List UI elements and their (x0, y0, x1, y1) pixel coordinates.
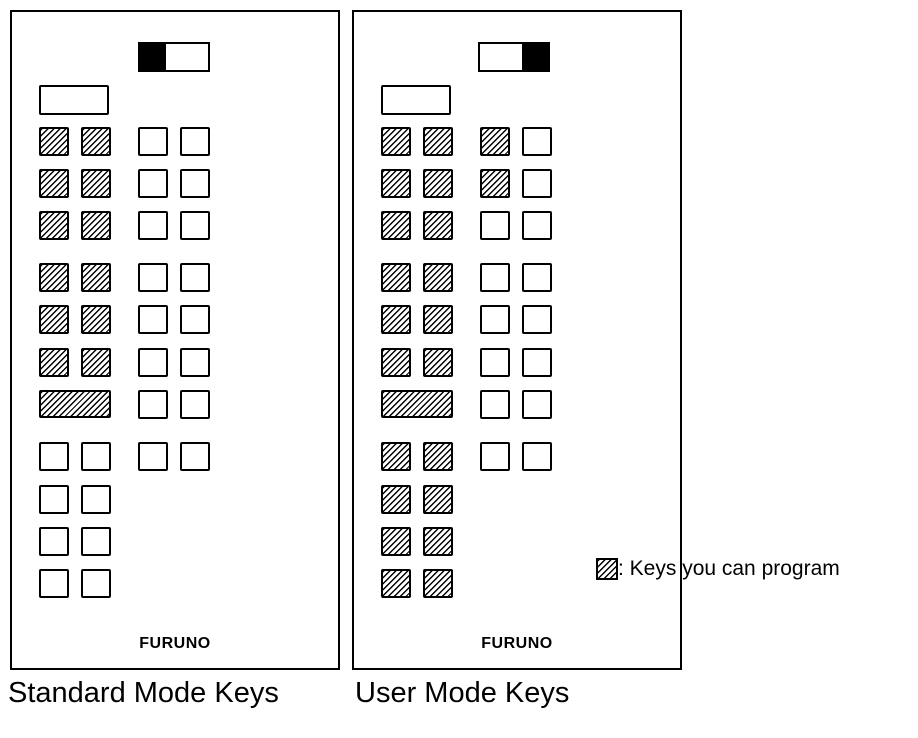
key[interactable] (381, 305, 411, 334)
display-window (381, 85, 451, 115)
key[interactable] (180, 169, 210, 198)
key[interactable] (39, 305, 69, 334)
user-mode-panel: FURUNO (352, 10, 682, 670)
key[interactable] (522, 127, 552, 156)
switch-active-segment (522, 44, 548, 70)
key[interactable] (138, 348, 168, 377)
key[interactable] (81, 442, 111, 471)
key[interactable] (480, 169, 510, 198)
key[interactable] (39, 569, 69, 598)
key[interactable] (180, 263, 210, 292)
key[interactable] (381, 169, 411, 198)
key[interactable] (180, 211, 210, 240)
standard-mode-caption: Standard Mode Keys (8, 677, 279, 709)
key[interactable] (138, 263, 168, 292)
key[interactable] (138, 305, 168, 334)
key[interactable] (480, 305, 510, 334)
key[interactable] (423, 211, 453, 240)
key[interactable] (81, 348, 111, 377)
key[interactable] (381, 569, 411, 598)
key[interactable] (39, 442, 69, 471)
key[interactable] (180, 127, 210, 156)
key[interactable] (39, 169, 69, 198)
key[interactable] (180, 390, 210, 419)
mode-switch[interactable] (138, 42, 210, 72)
key[interactable] (81, 485, 111, 514)
key[interactable] (423, 127, 453, 156)
key[interactable] (423, 169, 453, 198)
key[interactable] (381, 263, 411, 292)
key[interactable] (423, 348, 453, 377)
key[interactable] (480, 442, 510, 471)
key[interactable] (381, 211, 411, 240)
key[interactable] (39, 348, 69, 377)
key[interactable] (81, 169, 111, 198)
key[interactable] (138, 390, 168, 419)
key[interactable] (81, 127, 111, 156)
key[interactable] (180, 348, 210, 377)
key[interactable] (522, 348, 552, 377)
key[interactable] (423, 569, 453, 598)
key[interactable] (81, 263, 111, 292)
key[interactable] (522, 169, 552, 198)
key[interactable] (39, 263, 69, 292)
key[interactable] (480, 127, 510, 156)
wide-key[interactable] (381, 390, 453, 418)
key[interactable] (423, 527, 453, 556)
key[interactable] (180, 305, 210, 334)
key[interactable] (138, 169, 168, 198)
key[interactable] (381, 485, 411, 514)
display-window (39, 85, 109, 115)
key[interactable] (423, 305, 453, 334)
key[interactable] (81, 305, 111, 334)
standard-mode-panel: FURUNO (10, 10, 340, 670)
key[interactable] (39, 527, 69, 556)
mode-switch[interactable] (478, 42, 550, 72)
key[interactable] (480, 263, 510, 292)
key[interactable] (480, 348, 510, 377)
key[interactable] (81, 569, 111, 598)
key[interactable] (381, 527, 411, 556)
key[interactable] (381, 348, 411, 377)
key[interactable] (138, 211, 168, 240)
key[interactable] (423, 442, 453, 471)
key[interactable] (522, 263, 552, 292)
legend-label: : Keys you can program (618, 557, 840, 580)
key[interactable] (39, 211, 69, 240)
key[interactable] (423, 485, 453, 514)
key[interactable] (423, 263, 453, 292)
switch-active-segment (140, 44, 166, 70)
key[interactable] (522, 390, 552, 419)
key[interactable] (81, 211, 111, 240)
user-mode-caption: User Mode Keys (355, 677, 570, 709)
brand-label: FURUNO (481, 635, 553, 652)
key[interactable] (381, 442, 411, 471)
key[interactable] (81, 527, 111, 556)
legend: : Keys you can program (596, 557, 840, 581)
key[interactable] (480, 390, 510, 419)
key[interactable] (138, 127, 168, 156)
key[interactable] (39, 485, 69, 514)
key[interactable] (180, 442, 210, 471)
key[interactable] (522, 442, 552, 471)
key[interactable] (381, 127, 411, 156)
hatched-key-icon (596, 558, 618, 580)
brand-label: FURUNO (139, 635, 211, 652)
key[interactable] (480, 211, 510, 240)
key[interactable] (522, 211, 552, 240)
wide-key[interactable] (39, 390, 111, 418)
key[interactable] (39, 127, 69, 156)
key[interactable] (138, 442, 168, 471)
key[interactable] (522, 305, 552, 334)
